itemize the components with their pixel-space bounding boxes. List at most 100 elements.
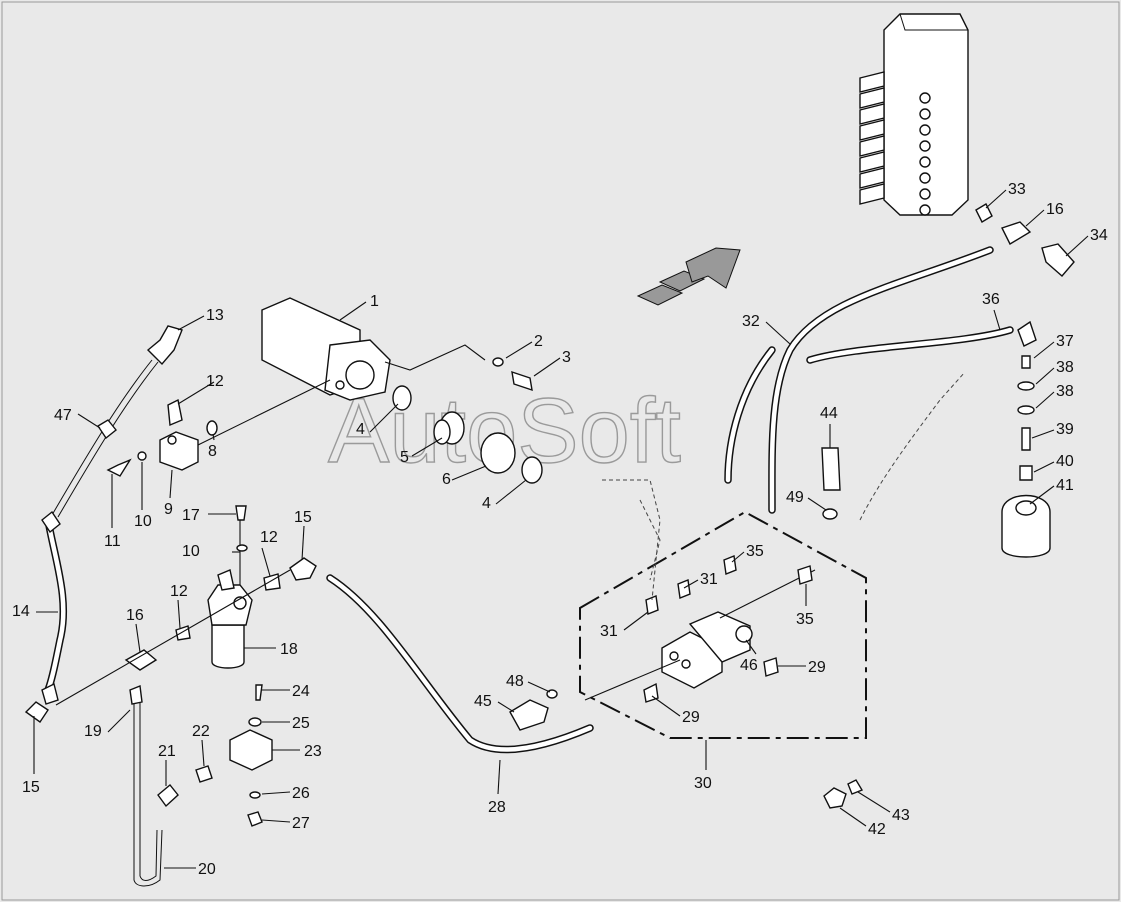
leader-line xyxy=(495,479,527,505)
switch-44 xyxy=(821,447,841,491)
callout-47: 47 xyxy=(54,407,72,424)
valve-port xyxy=(919,156,931,168)
leader-line xyxy=(1035,391,1055,409)
fitting-33 xyxy=(975,203,993,223)
elbow-13 xyxy=(146,325,183,366)
sensor-34 xyxy=(1041,243,1075,277)
callout-16b: 16 xyxy=(1046,201,1064,218)
valve-spool xyxy=(859,103,885,125)
hose-end-14-top xyxy=(41,510,61,534)
fitting-31a xyxy=(645,595,659,615)
callout-30: 30 xyxy=(694,775,712,792)
callout-40: 40 xyxy=(1056,453,1074,470)
callout-18: 18 xyxy=(280,641,298,658)
leader-line xyxy=(169,469,173,499)
ghost-pipe-a xyxy=(602,479,661,601)
callout-21: 21 xyxy=(158,743,176,760)
callout-25: 25 xyxy=(292,715,310,732)
valve-spool xyxy=(859,135,885,157)
gear-coupling-5 xyxy=(433,411,465,445)
leader-line xyxy=(212,433,215,441)
fitting-35a xyxy=(723,555,737,575)
callout-22: 22 xyxy=(192,723,210,740)
valve-port xyxy=(919,92,931,104)
callout-37: 37 xyxy=(1056,333,1074,350)
hose-32 xyxy=(724,246,994,514)
leader-line xyxy=(683,579,699,589)
valve-port xyxy=(919,172,931,184)
leader-line xyxy=(533,357,561,377)
block-9 xyxy=(106,379,331,477)
leader-line xyxy=(451,465,487,481)
fitting-36 xyxy=(1017,320,1037,347)
pump-assembly xyxy=(261,297,486,401)
callout-10b: 10 xyxy=(182,543,200,560)
nut-42 xyxy=(823,787,847,809)
tee-16b xyxy=(1001,221,1032,245)
leader-line xyxy=(1033,461,1055,473)
callout-31b: 31 xyxy=(700,571,718,588)
fitting-31b xyxy=(677,579,691,599)
washer-43 xyxy=(847,779,864,795)
callout-15b: 15 xyxy=(22,779,40,796)
hose-36 xyxy=(806,326,1014,364)
leader-line xyxy=(1065,235,1089,257)
hose-14 xyxy=(44,516,68,694)
callout-8: 8 xyxy=(208,443,217,460)
leader-line xyxy=(1031,429,1055,439)
adapter-39 xyxy=(1021,427,1031,451)
washer-38b xyxy=(1017,405,1035,415)
callout-5: 5 xyxy=(400,449,409,466)
callout-12a: 12 xyxy=(206,373,224,390)
callout-6: 6 xyxy=(442,471,451,488)
leader-line xyxy=(993,309,1001,331)
callout-29a: 29 xyxy=(682,709,700,726)
callout-35b: 35 xyxy=(796,611,814,628)
leader-line xyxy=(505,341,533,359)
callout-28: 28 xyxy=(488,799,506,816)
callout-13: 13 xyxy=(206,307,224,324)
callout-15a: 15 xyxy=(294,509,312,526)
callout-4a: 4 xyxy=(356,421,365,438)
leader-line xyxy=(497,701,515,713)
callout-23: 23 xyxy=(304,743,322,760)
fitting-35b xyxy=(797,565,813,585)
callout-38a: 38 xyxy=(1056,359,1074,376)
leader-line xyxy=(1035,367,1055,385)
leader-line xyxy=(839,807,867,827)
callout-35a: 35 xyxy=(746,543,764,560)
callout-10a: 10 xyxy=(134,513,152,530)
leader-line xyxy=(107,709,131,733)
pipe-20 xyxy=(133,700,163,887)
fitting-29b xyxy=(763,657,779,677)
valve-spool xyxy=(859,151,885,173)
callout-19: 19 xyxy=(84,723,102,740)
callout-16a: 16 xyxy=(126,607,144,624)
callout-12c: 12 xyxy=(170,583,188,600)
nut-47 xyxy=(97,419,117,440)
callout-48: 48 xyxy=(506,673,524,690)
leader-line xyxy=(177,599,181,629)
callout-11: 11 xyxy=(104,533,121,550)
control-valve-bank xyxy=(859,13,969,216)
leader-line xyxy=(651,695,681,717)
washer-10b xyxy=(236,544,248,552)
washer-2 xyxy=(492,357,504,367)
callout-24: 24 xyxy=(292,683,310,700)
leader-line xyxy=(369,403,399,433)
leader-line xyxy=(261,791,291,795)
accumulator-41 xyxy=(1001,494,1051,558)
fitting-19 xyxy=(129,685,143,705)
valve-block xyxy=(661,611,753,689)
elbow-15b xyxy=(24,701,49,723)
valve-spool xyxy=(859,71,885,93)
leader-line xyxy=(261,819,291,823)
callout-1: 1 xyxy=(370,293,379,310)
bolt-3 xyxy=(511,370,533,392)
callout-20: 20 xyxy=(198,861,216,878)
leader-line xyxy=(177,381,215,405)
callout-45: 45 xyxy=(474,693,492,710)
callout-3: 3 xyxy=(562,349,571,366)
leader-line xyxy=(623,611,649,631)
